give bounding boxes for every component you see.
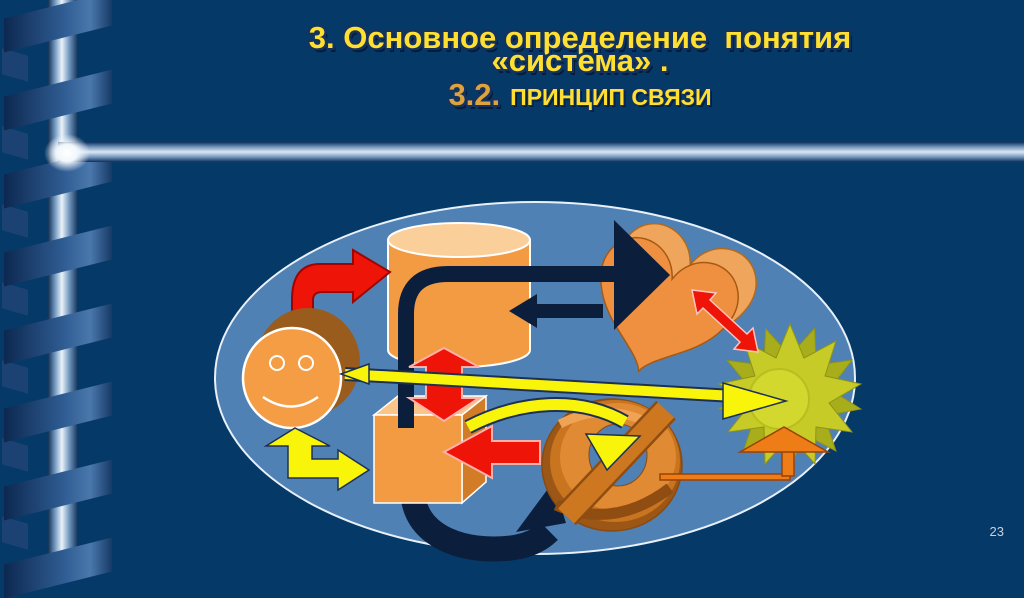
divider-bar xyxy=(58,142,1024,162)
yellow-curved-arrow xyxy=(464,397,642,472)
yellow-bent-double-arrow xyxy=(263,427,371,492)
red-diagonal-double-arrow xyxy=(691,289,759,353)
section-number: 3.2. xyxy=(448,77,501,113)
title-line-2: «система» . xyxy=(491,42,669,78)
navy-left-arrow xyxy=(509,294,603,328)
smiley-eye xyxy=(269,355,285,371)
smiley-eye xyxy=(298,355,314,371)
title-line-1: 3. Основное определение понятия xyxy=(308,20,852,55)
smiley-face-shape xyxy=(241,308,360,430)
ring-slash xyxy=(557,402,675,524)
navy-thick-arrow xyxy=(398,220,670,428)
section-title: ПРИНЦИП СВЯЗИ xyxy=(510,84,712,111)
yellow-long-double-arrow xyxy=(338,362,789,420)
smiley-mouth xyxy=(262,395,319,408)
title-block: 3. Основное определение понятия «система… xyxy=(150,22,1010,111)
red-left-arrow xyxy=(441,424,541,480)
red-bent-arrow xyxy=(291,248,392,351)
page-number: 23 xyxy=(989,524,1004,539)
glow-highlight xyxy=(44,134,90,172)
spiral-pole-decoration xyxy=(0,0,130,598)
connection-principle-diagram xyxy=(214,201,863,562)
orange-up-connector xyxy=(659,426,831,481)
title-line-3: 3.2. ПРИНЦИП СВЯЗИ xyxy=(150,79,1010,111)
